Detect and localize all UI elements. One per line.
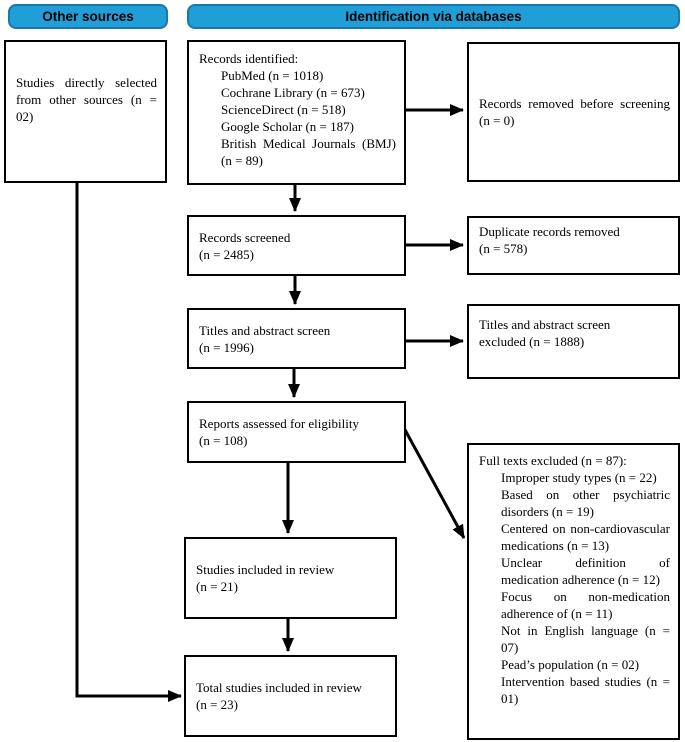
- box-records-removed-before-screening: Records removed before screening (n = 0): [467, 42, 680, 182]
- records-identified-title: Records identified:: [199, 51, 299, 66]
- full-texts-item-non-cardiovascular: Centered on non-cardiovascular medicatio…: [501, 521, 670, 553]
- full-texts-item-improper: Improper study types (n = 22): [501, 470, 657, 485]
- full-texts-item-psychiatric: Based on other psychiatric disorders (n …: [501, 487, 670, 519]
- full-texts-item-unclear-definition: Unclear definition of medication adheren…: [501, 555, 670, 587]
- header-identification-label: Identification via databases: [345, 9, 522, 24]
- box-titles-abstract-screen: Titles and abstract screen (n = 1996): [187, 308, 406, 369]
- box-records-screened: Records screened (n = 2485): [187, 215, 406, 276]
- header-identification-via-databases: Identification via databases: [187, 4, 680, 29]
- box-total-studies-included: Total studies included in review (n = 23…: [184, 655, 397, 737]
- box-studies-other-sources: Studies directly selected from other sou…: [4, 40, 167, 183]
- box-duplicate-records-removed: Duplicate records removed (n = 578): [467, 216, 680, 275]
- records-identified-item-cochrane: Cochrane Library (n = 673): [221, 85, 365, 100]
- records-identified-item-sciencedirect: ScienceDirect (n = 518): [221, 102, 346, 117]
- box-reports-assessed: Reports assessed for eligibility (n = 10…: [187, 401, 406, 463]
- full-texts-item-not-english: Not in English language (n = 07): [501, 623, 670, 655]
- box-full-texts-excluded: Full texts excluded (n = 87): Improper s…: [467, 443, 680, 740]
- arrow-other-sources-to-total: [75, 183, 182, 702]
- records-identified-item-bmj: British Medical Journals (BMJ) (n = 89): [221, 136, 396, 168]
- box-studies-included: Studies included in review (n = 21): [184, 537, 397, 619]
- header-other-sources-label: Other sources: [42, 9, 134, 24]
- box-titles-abstract-excluded: Titles and abstract screen excluded (n =…: [467, 304, 680, 379]
- full-texts-item-non-medication: Focus on non-medication adherence of (n …: [501, 589, 670, 621]
- records-identified-item-pubmed: PubMed (n = 1018): [221, 68, 324, 83]
- full-texts-item-pead-population: Pead’s population (n = 02): [501, 657, 640, 672]
- full-texts-item-intervention: Intervention based studies (n = 01): [501, 674, 670, 706]
- records-identified-item-google-scholar: Google Scholar (n = 187): [221, 119, 354, 134]
- box-records-identified: Records identified: PubMed (n = 1018) Co…: [187, 40, 406, 185]
- full-texts-excluded-title: Full texts excluded (n = 87):: [479, 453, 627, 468]
- arrow-reports-to-fulltext-excluded: [402, 427, 466, 539]
- header-other-sources: Other sources: [8, 4, 168, 29]
